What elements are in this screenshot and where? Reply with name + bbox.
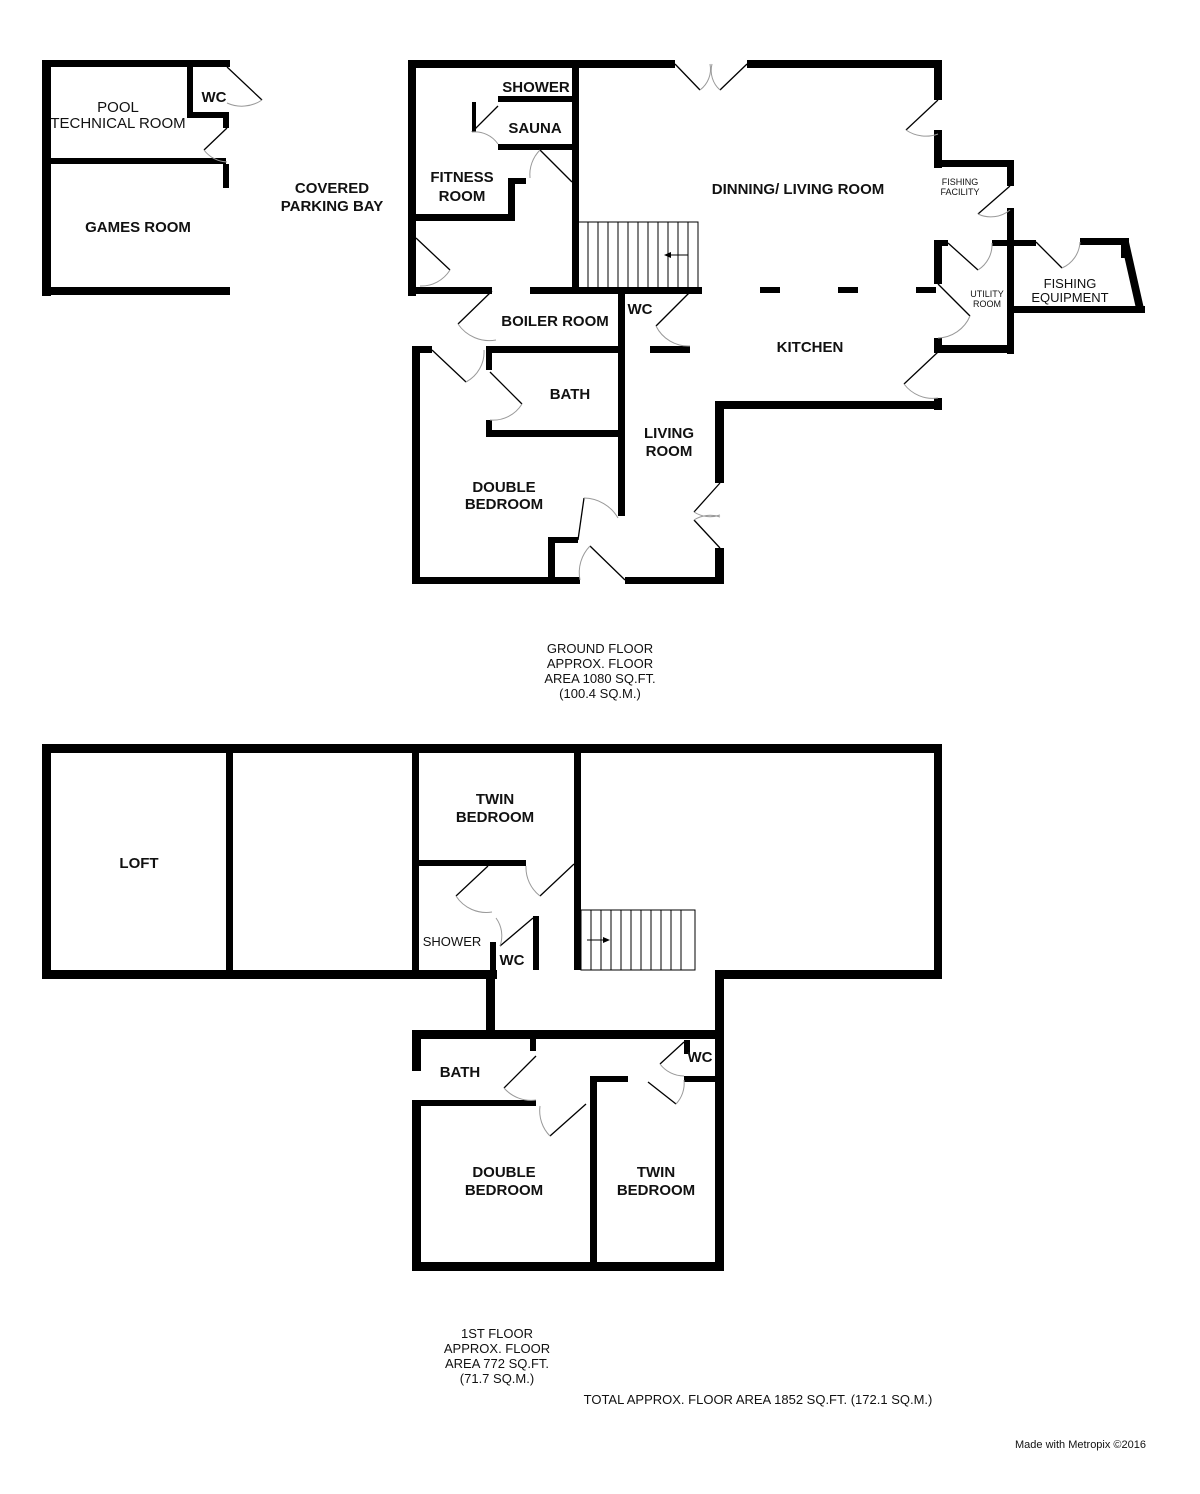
svg-text:1ST FLOOR: 1ST FLOOR	[461, 1326, 533, 1341]
room-label-fitness-room: ROOM	[439, 188, 486, 205]
total-area-caption: TOTAL APPROX. FLOOR AREA 1852 SQ.FT. (17…	[584, 1392, 933, 1407]
room-label-pool: POOL	[97, 99, 139, 116]
room-label-shower: SHOWER	[502, 79, 570, 96]
room-label-sauna: SAUNA	[508, 120, 562, 137]
room-label-fitness: FITNESS	[430, 169, 493, 186]
room-label-facility: FACILITY	[940, 187, 979, 197]
first-floor-stairs	[580, 909, 696, 971]
room-label-twin-top: TWIN	[476, 791, 514, 808]
room-label-double-bedroom: BEDROOM	[465, 496, 543, 513]
room-label-double: DOUBLE	[472, 479, 535, 496]
svg-text:(71.7 SQ.M.): (71.7 SQ.M.)	[460, 1371, 534, 1386]
room-label-wc-top: WC	[500, 952, 525, 969]
room-label-shower-first: SHOWER	[423, 934, 482, 949]
first-floor-walls	[42, 744, 942, 1271]
room-label-technical-room: TECHNICAL ROOM	[50, 115, 185, 132]
room-label-fishing: FISHING	[942, 177, 979, 187]
room-label-wc-main: WC	[628, 301, 653, 318]
svg-text:(100.4 SQ.M.): (100.4 SQ.M.)	[559, 686, 641, 701]
room-label-fishing-equipment-1: FISHING	[1044, 276, 1097, 291]
room-label-living-room: ROOM	[646, 443, 693, 460]
room-label-games-room: GAMES ROOM	[85, 219, 191, 236]
room-label-parking-bay: PARKING BAY	[281, 198, 384, 215]
ground-floor-stairs	[577, 221, 699, 289]
ground-floor-labels: POOL TECHNICAL ROOM WC GAMES ROOM COVERE…	[50, 79, 1108, 513]
room-label-twin-bedroom-lower: BEDROOM	[617, 1182, 695, 1199]
svg-text:APPROX. FLOOR: APPROX. FLOOR	[444, 1341, 550, 1356]
metropix-credit: Made with Metropix ©2016	[1015, 1439, 1146, 1451]
ground-floor-area-caption: GROUND FLOOR APPROX. FLOOR AREA 1080 SQ.…	[544, 641, 655, 701]
ground-floor-doors	[203, 63, 1081, 581]
svg-text:APPROX. FLOOR: APPROX. FLOOR	[547, 656, 653, 671]
room-label-boiler-room: BOILER ROOM	[501, 313, 609, 330]
room-label-bath: BATH	[550, 386, 591, 403]
room-label-twin-bedroom-top: BEDROOM	[456, 809, 534, 826]
first-floor-area-caption: 1ST FLOOR APPROX. FLOOR AREA 772 SQ.FT. …	[444, 1326, 550, 1386]
room-label-double-bedroom-first: BEDROOM	[465, 1182, 543, 1199]
room-label-wc-lower: WC	[688, 1049, 713, 1066]
first-floor-doors	[455, 863, 685, 1137]
svg-text:GROUND FLOOR: GROUND FLOOR	[547, 641, 653, 656]
room-label-double-first: DOUBLE	[472, 1164, 535, 1181]
svg-text:AREA 772 SQ.FT.: AREA 772 SQ.FT.	[445, 1356, 549, 1371]
room-label-utility: UTILITY	[970, 289, 1004, 299]
room-label-bath-first: BATH	[440, 1064, 481, 1081]
room-label-wc-pool: WC	[202, 89, 227, 106]
room-label-dining-living: DINNING/ LIVING ROOM	[712, 181, 885, 198]
svg-text:AREA 1080 SQ.FT.: AREA 1080 SQ.FT.	[544, 671, 655, 686]
room-label-covered: COVERED	[295, 180, 369, 197]
room-label-twin-lower: TWIN	[637, 1164, 675, 1181]
room-label-fishing-equipment-2: EQUIPMENT	[1031, 290, 1108, 305]
room-label-loft: LOFT	[119, 855, 158, 872]
room-label-living: LIVING	[644, 425, 694, 442]
first-floor-labels: LOFT TWIN BEDROOM SHOWER WC BATH WC DOUB…	[119, 791, 712, 1199]
room-label-utility-room: ROOM	[973, 299, 1001, 309]
room-label-kitchen: KITCHEN	[777, 339, 844, 356]
ground-floor-walls	[42, 60, 1145, 584]
